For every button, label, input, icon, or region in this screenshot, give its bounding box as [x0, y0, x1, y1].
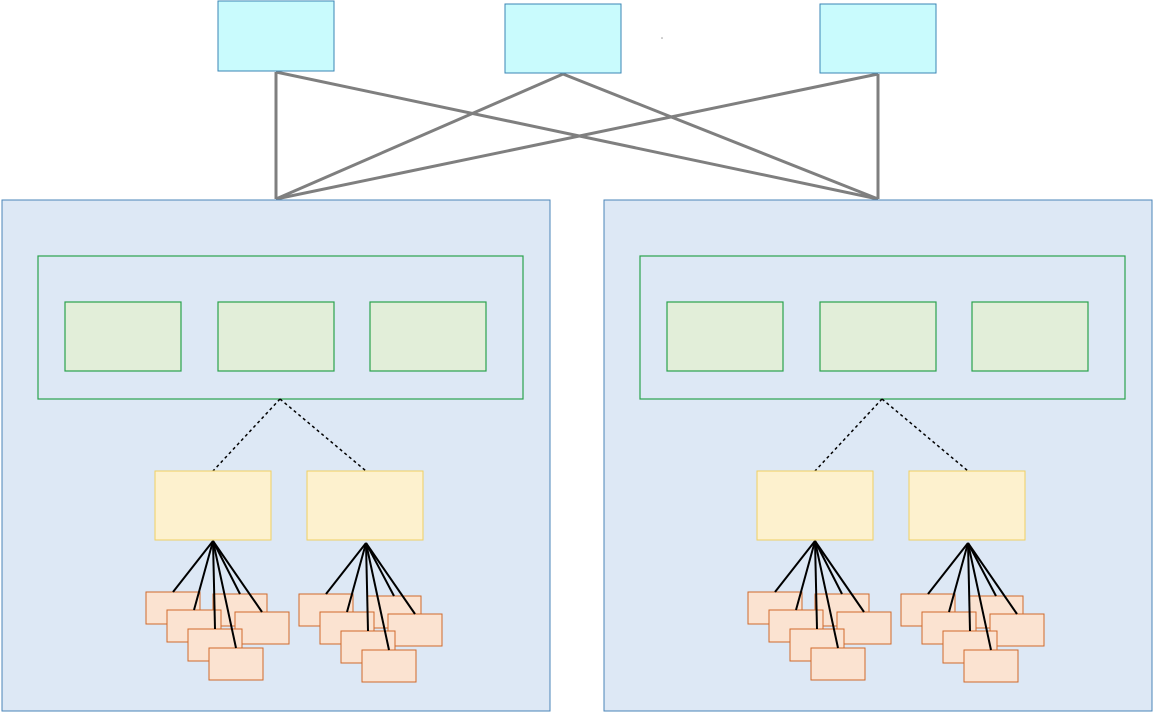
- green-node-left-3[interactable]: [369, 301, 487, 372]
- orange-stack-right-1: [747, 540, 892, 681]
- stray-dot: [661, 37, 663, 39]
- fan-link: [967, 542, 1018, 615]
- fan-link: [365, 542, 395, 597]
- fan-link: [814, 540, 843, 595]
- fan-link: [365, 542, 416, 615]
- dash-link-right-1: [814, 398, 883, 472]
- fan-link: [967, 542, 997, 597]
- fan-link: [212, 540, 241, 595]
- cluster-left: [1, 199, 551, 712]
- green-node-left-2[interactable]: [217, 301, 335, 372]
- fan-link: [814, 540, 865, 613]
- fan-link: [948, 542, 969, 613]
- green-node-right-2[interactable]: [819, 301, 937, 372]
- cluster-right: [603, 199, 1153, 712]
- fan-link: [774, 540, 816, 593]
- fan-link: [795, 540, 816, 611]
- dash-link-left-1: [212, 398, 281, 472]
- green-node-right-1[interactable]: [666, 301, 784, 372]
- orange-node[interactable]: [234, 611, 290, 645]
- top-links: [274, 70, 880, 201]
- yellow-node-left-2[interactable]: [306, 470, 424, 541]
- top-node-1[interactable]: [217, 0, 335, 72]
- fan-link: [212, 540, 237, 649]
- link-top3-cluster1: [275, 72, 879, 201]
- green-node-left-1[interactable]: [64, 301, 182, 372]
- green-node-right-3[interactable]: [971, 301, 1089, 372]
- orange-node[interactable]: [387, 613, 443, 647]
- top-nodes: [217, 0, 937, 74]
- fan-link: [814, 540, 839, 649]
- fan-link: [967, 542, 971, 632]
- orange-stack-left-1: [145, 540, 290, 681]
- top-node-2[interactable]: [504, 3, 622, 74]
- fan-link: [172, 540, 214, 593]
- fan-link: [346, 542, 367, 613]
- fan-link: [212, 540, 216, 630]
- fan-link: [193, 540, 214, 611]
- yellow-node-right-2[interactable]: [908, 470, 1026, 541]
- top-node-3[interactable]: [819, 3, 937, 74]
- orange-stack-right-2: [900, 542, 1045, 683]
- fan-link: [814, 540, 818, 630]
- orange-node[interactable]: [810, 647, 866, 681]
- fan-link: [212, 540, 263, 613]
- orange-node[interactable]: [836, 611, 892, 645]
- link-top2-cluster2: [562, 72, 879, 201]
- fan-link: [967, 542, 992, 651]
- orange-stack-left-2: [298, 542, 443, 683]
- fan-link: [927, 542, 969, 595]
- fan-link: [365, 542, 369, 632]
- orange-node[interactable]: [361, 649, 417, 683]
- orange-node[interactable]: [208, 647, 264, 681]
- yellow-node-left-1[interactable]: [154, 470, 272, 541]
- orange-node[interactable]: [963, 649, 1019, 683]
- yellow-node-right-1[interactable]: [756, 470, 874, 541]
- fan-link: [325, 542, 367, 595]
- dash-link-right-2: [881, 398, 969, 472]
- fan-link: [365, 542, 390, 651]
- link-top2-cluster1: [275, 72, 564, 201]
- dash-link-left-2: [279, 398, 367, 472]
- orange-node[interactable]: [989, 613, 1045, 647]
